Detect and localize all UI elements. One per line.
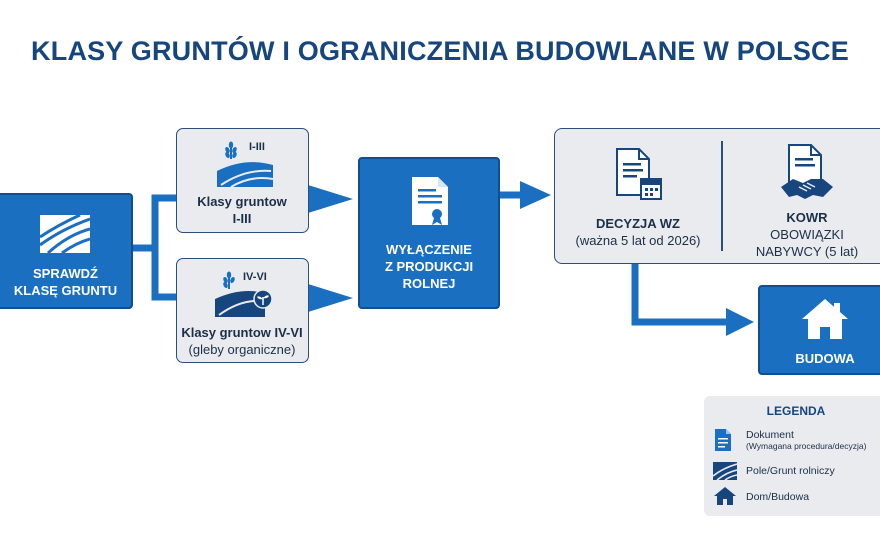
legend-title: LEGENDA	[766, 404, 826, 418]
field-icon	[40, 215, 90, 253]
legend-field-label: Pole/Grunt rolniczy	[746, 465, 835, 477]
class-low-badge: IV-VI	[243, 271, 267, 283]
class-high-label-line1: Klasy gruntow	[197, 194, 287, 209]
legend-document-sub: (Wymagana procedura/decyzja)	[746, 441, 867, 451]
kowr-line2: NABYWCY (5 lat)	[755, 244, 859, 259]
arrow-head-low	[308, 284, 353, 312]
construction-label: BUDOWA	[795, 351, 855, 366]
check-soil-class-box: SPRAWDŹ KLASĘ GRUNTU	[0, 193, 133, 309]
organic-soil-icon	[215, 271, 273, 317]
connector-wz-build	[631, 264, 728, 326]
handshake-document-icon	[781, 144, 833, 199]
class-high-badge: I-III	[249, 141, 265, 153]
soil-class-high-box: I-III Klasy gruntow I-III	[176, 128, 309, 233]
calendar-document-icon	[616, 148, 662, 200]
arrow-head-wz	[520, 181, 551, 209]
field-legend-icon	[713, 462, 737, 480]
class-low-label-line1: Klasy gruntow IV-VI	[181, 325, 303, 340]
soil-class-low-box: IV-VI Klasy gruntow IV-VI (gleby organic…	[176, 258, 309, 363]
house-icon	[802, 299, 848, 339]
legend-panel: LEGENDA Dokument (Wymagana procedura/dec…	[704, 396, 880, 516]
legend-document-label: Dokument	[746, 429, 794, 441]
class-high-label-line2: I-III	[232, 211, 252, 226]
document-icon	[715, 429, 731, 451]
start-label-line1: SPRAWDŹ	[33, 266, 98, 281]
exclusion-label-line2: Z PRODUKCJI	[384, 259, 474, 274]
exclusion-label-line1: WYŁĄCZENIE	[386, 242, 472, 257]
panel-divider	[721, 141, 723, 251]
arrow-head-build	[726, 308, 754, 336]
legend-house-label: Dom/Budowa	[746, 491, 810, 503]
kowr-line1: OBOWIĄZKI	[770, 227, 844, 242]
class-low-label-line2: (gleby organiczne)	[188, 342, 296, 357]
wz-subtitle: (ważna 5 lat od 2026)	[575, 233, 701, 248]
crop-field-icon	[217, 141, 273, 187]
diagram-title: KLASY GRUNTÓW I OGRANICZENIA BUDOWLANE W…	[31, 36, 849, 66]
house-legend-icon	[714, 487, 736, 505]
exclusion-from-agriculture-box: WYŁĄCZENIE Z PRODUKCJI ROLNEJ	[358, 157, 500, 309]
certificate-document-icon	[412, 177, 448, 225]
kowr-title: KOWR	[786, 210, 828, 225]
construction-box: BUDOWA	[758, 285, 880, 375]
arrow-head-high	[308, 185, 353, 213]
exclusion-label-line3: ROLNEJ	[402, 276, 456, 291]
start-label-line2: KLASĘ GRUNTU	[13, 283, 118, 298]
wz-title: DECYZJA WZ	[595, 216, 681, 231]
wz-kowr-panel: DECYZJA WZ (ważna 5 lat od 2026) KOWR OB…	[554, 128, 880, 264]
